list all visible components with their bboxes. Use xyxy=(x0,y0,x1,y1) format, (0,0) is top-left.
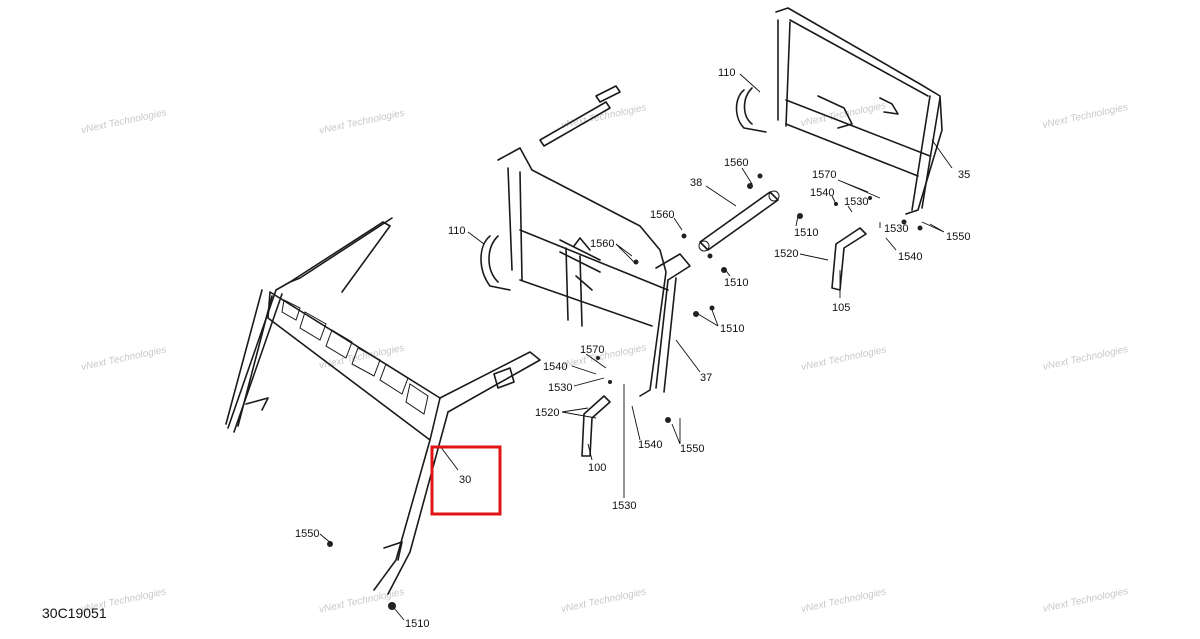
figure-id: 30C19051 xyxy=(42,605,107,621)
callout-1510: 1510 xyxy=(794,227,818,239)
callout-1560: 1560 xyxy=(724,157,748,169)
bracket-100[interactable] xyxy=(581,395,611,457)
callout-1560: 1560 xyxy=(590,238,614,250)
watermark: vNext Technologies xyxy=(1042,586,1129,615)
callout-1510: 1510 xyxy=(724,277,748,289)
callout-1560: 1560 xyxy=(650,209,674,221)
highlight-box xyxy=(430,445,502,516)
crossbar-38[interactable] xyxy=(698,190,780,252)
watermark: vNext Technologies xyxy=(800,100,887,129)
callout-1540: 1540 xyxy=(810,187,834,199)
bracket-105[interactable] xyxy=(831,227,867,291)
callout-110: 110 xyxy=(448,225,466,237)
callout-1540: 1540 xyxy=(543,361,567,373)
callout-37: 37 xyxy=(700,372,712,384)
callout-100: 100 xyxy=(588,462,606,474)
callout-1550: 1550 xyxy=(680,443,704,455)
callout-1520: 1520 xyxy=(535,407,559,419)
callout-105: 105 xyxy=(832,302,850,314)
callout-labels: 110 35 1560 38 1570 1540 1530 1560 1510 … xyxy=(295,67,970,630)
watermark: vNext Technologies xyxy=(560,102,647,131)
callout-30: 30 xyxy=(459,474,471,486)
watermarks: vNext Technologies vNext Technologies vN… xyxy=(80,100,1129,615)
leader-lines xyxy=(319,73,953,621)
watermark: vNext Technologies xyxy=(80,344,167,373)
watermark: vNext Technologies xyxy=(800,586,887,615)
rail-strips[interactable] xyxy=(539,85,621,147)
roll-cage-frame-30[interactable] xyxy=(225,217,541,595)
fasteners xyxy=(327,173,923,610)
rear-frame-35[interactable] xyxy=(735,7,943,215)
callout-1550: 1550 xyxy=(946,231,970,243)
callout-1530: 1530 xyxy=(844,196,868,208)
callout-1510: 1510 xyxy=(720,323,744,335)
callout-1510: 1510 xyxy=(405,618,429,630)
callout-1530: 1530 xyxy=(884,223,908,235)
callout-1520: 1520 xyxy=(774,248,798,260)
watermark: vNext Technologies xyxy=(1042,102,1129,131)
callout-1550: 1550 xyxy=(295,528,319,540)
watermark: vNext Technologies xyxy=(560,586,647,615)
callout-1530: 1530 xyxy=(548,382,572,394)
callout-1540: 1540 xyxy=(638,439,662,451)
callout-1540: 1540 xyxy=(898,251,922,263)
callout-38: 38 xyxy=(690,177,702,189)
callout-110: 110 xyxy=(718,67,736,79)
watermark: vNext Technologies xyxy=(800,344,887,373)
callout-1570: 1570 xyxy=(580,344,604,356)
watermark: vNext Technologies xyxy=(80,107,167,136)
watermark: vNext Technologies xyxy=(318,108,405,137)
callout-1530: 1530 xyxy=(612,500,636,512)
center-frame-37[interactable] xyxy=(480,147,691,397)
callout-1570: 1570 xyxy=(812,169,836,181)
callout-35: 35 xyxy=(958,169,970,181)
watermark: vNext Technologies xyxy=(1042,344,1129,373)
watermark: vNext Technologies xyxy=(318,343,405,372)
watermark: vNext Technologies xyxy=(318,587,405,616)
